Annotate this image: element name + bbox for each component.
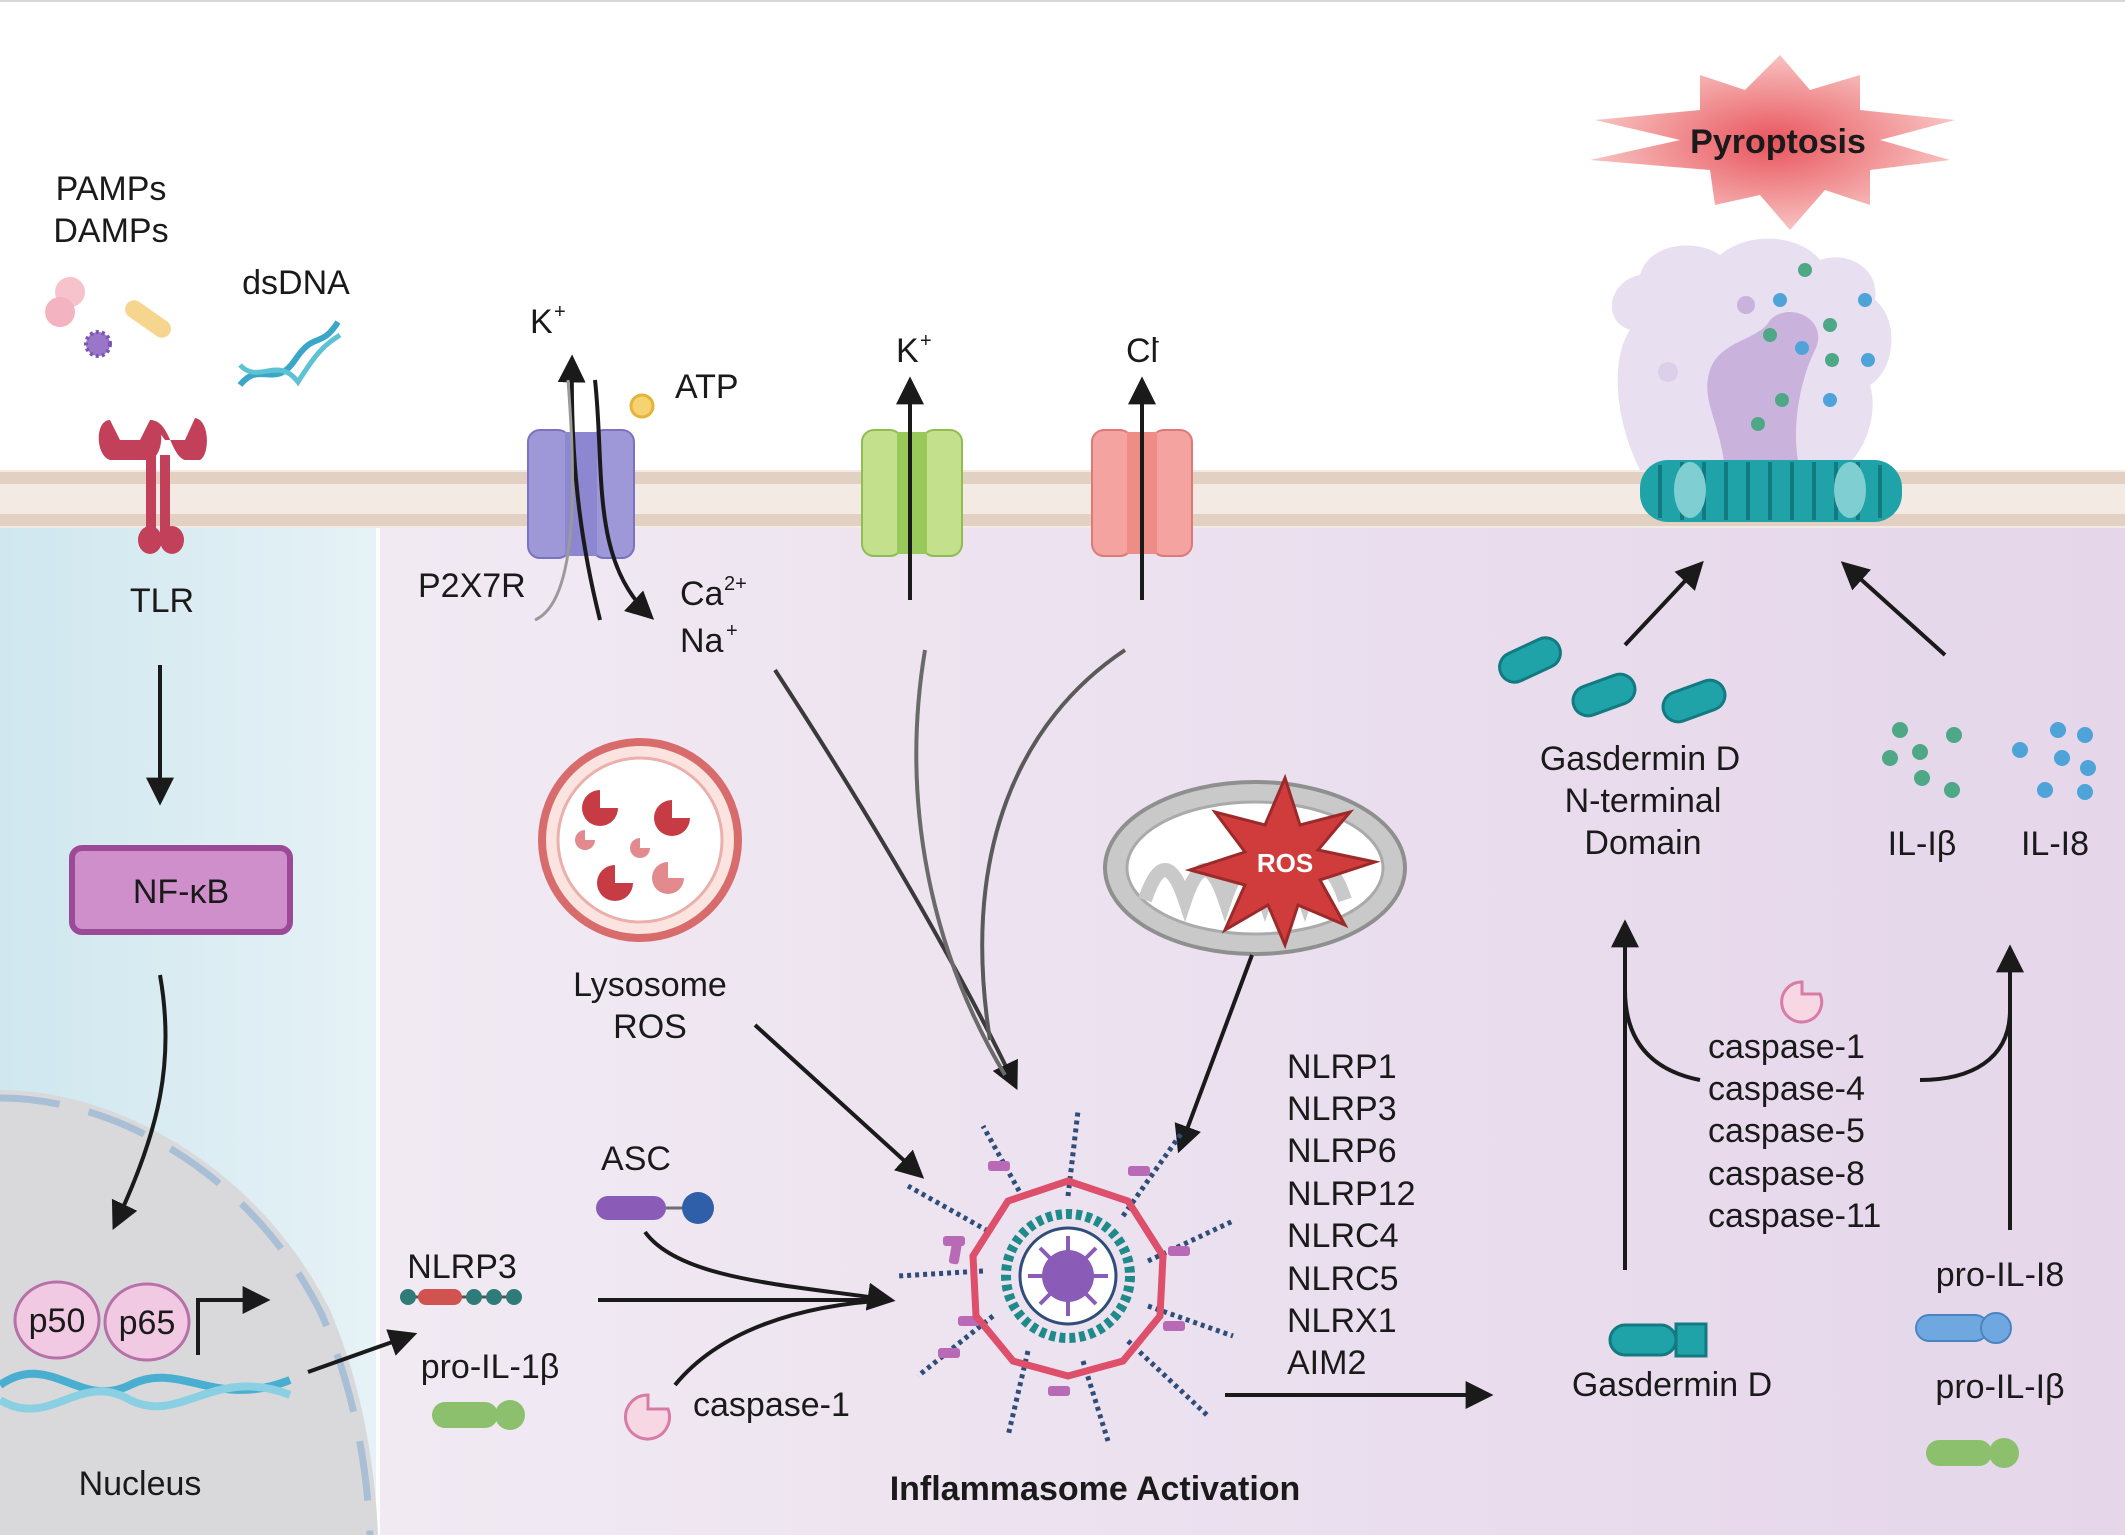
ca-label: Ca (680, 575, 724, 613)
dsdna: dsDNA (237, 264, 350, 388)
sensor-item: NLRP12 (1287, 1175, 1416, 1213)
mitochondrion: ROS (1103, 773, 1407, 956)
il18-label: IL-I8 (2021, 825, 2089, 863)
nlrp3-left: NLRP3 pro-IL-1β (400, 1248, 559, 1430)
k-sup-1: + (554, 301, 566, 323)
nfkb-box: NF-κB (69, 845, 293, 935)
nlrp3-left-label: NLRP3 (407, 1248, 517, 1286)
caspase-item: caspase-11 (1708, 1197, 1881, 1235)
mito-arrow (1174, 954, 1254, 1154)
sensor-item: NLRC4 (1287, 1217, 1398, 1255)
lysosome: Lysosome ROS (538, 738, 742, 1046)
cytokine-to-pore-arrow (1840, 561, 1947, 657)
sensor-item: NLRX1 (1287, 1302, 1397, 1340)
sensor-item: NLRP1 (1287, 1048, 1397, 1086)
nucleus-label: Nucleus (79, 1465, 202, 1503)
dsdna-label: dsDNA (242, 264, 350, 302)
gsdmd-nterm-label: Gasdermin D N-terminal Domain (1540, 740, 1740, 862)
p2x7r-label: P2X7R (418, 567, 526, 605)
sensor-item: NLRP6 (1287, 1132, 1397, 1170)
pro-il1b-right-label: pro-IL-Iβ (1935, 1368, 2064, 1406)
pamps-label: PAMPs (56, 170, 167, 208)
pro-il1b-right: pro-IL-Iβ (1926, 1368, 2065, 1468)
ca-sup: 2+ (724, 573, 747, 595)
sensor-item: AIM2 (1287, 1344, 1366, 1382)
pro-il18-label: pro-IL-I8 (1936, 1256, 2065, 1294)
k-label-2: K (896, 332, 919, 370)
nucleus-dna: p50 p65 Nucleus (0, 1280, 292, 1503)
converging-arrows (773, 648, 1127, 1091)
p50-label: p50 (29, 1302, 86, 1340)
sensor-item: NLRC5 (1287, 1260, 1398, 1298)
pro-il1b-left-label: pro-IL-1β (421, 1348, 560, 1386)
il18-cluster: IL-I8 (2012, 722, 2096, 863)
nfkb-label: NF-κB (133, 873, 229, 911)
damps-label: DAMPs (53, 212, 168, 250)
gsdmd-nterm-pieces (1498, 636, 1727, 724)
caspase-item: caspase-4 (1708, 1070, 1865, 1108)
caspase-item: caspase-8 (1708, 1155, 1865, 1193)
ros-mito-label: ROS (1257, 848, 1313, 878)
release-plume (1611, 238, 1892, 470)
k-sup-2: + (920, 330, 932, 352)
tlr-receptor: TLR (98, 418, 207, 620)
tlr-label: TLR (130, 582, 194, 620)
cl-sup: - (1153, 330, 1160, 352)
na-sup: + (726, 620, 738, 642)
lysosome-label-1: Lysosome (573, 966, 727, 1004)
asc-label: ASC (601, 1140, 671, 1178)
il1b-label: IL-Iβ (1888, 825, 1957, 863)
pro-il18-right: pro-IL-I8 (1915, 1256, 2065, 1344)
gsdmd-nterm-line: N-terminal (1565, 782, 1722, 820)
caspase1-left-label: caspase-1 (693, 1386, 850, 1424)
caspase1-left: caspase-1 (624, 1386, 850, 1441)
nfkb-to-nucleus-arrow (111, 974, 168, 1231)
cl-label: Cl (1126, 332, 1158, 370)
p65-label: p65 (119, 1304, 176, 1342)
atp-label: ATP (675, 368, 739, 406)
gsdmd-nterm-line: Domain (1584, 824, 1701, 862)
lysosome-arrow (753, 1023, 925, 1179)
sensor-item: NLRP3 (1287, 1090, 1397, 1128)
k-channel: K + (861, 330, 963, 600)
ros-burst (1184, 773, 1381, 950)
nucleus-to-nlrp3-arrow (307, 1329, 418, 1374)
inflammasome (897, 1110, 1235, 1442)
pamps-damps: PAMPs DAMPs (45, 170, 171, 358)
lysosome-label-2: ROS (613, 1008, 687, 1046)
il1b-cluster: IL-Iβ (1882, 722, 1962, 863)
na-label: Na (680, 622, 724, 660)
caspase-item: caspase-1 (1708, 1028, 1865, 1066)
inflammasome-title: Inflammasome Activation (890, 1470, 1301, 1508)
gsdmd-nterm-line: Gasdermin D (1540, 740, 1740, 778)
cleavage-arrows (1611, 919, 2024, 1270)
caspase-item: caspase-5 (1708, 1112, 1865, 1150)
assembly-arrows (598, 1230, 896, 1387)
gsdmd-to-pore-arrow (1623, 560, 1704, 647)
k-label-1: K (530, 303, 553, 341)
pyroptosis-label: Pyroptosis (1690, 123, 1866, 161)
pyroptosis: Pyroptosis (1590, 55, 1955, 230)
caspase-right: caspase-1 caspase-4 caspase-5 caspase-8 … (1708, 980, 1881, 1235)
gasdermin-d-label: Gasdermin D (1572, 1366, 1772, 1404)
gasdermin-d: Gasdermin D (1572, 1322, 1772, 1404)
sensor-list: NLRP1 NLRP3 NLRP6 NLRP12 NLRC4 NLRC5 NLR… (1287, 1048, 1416, 1382)
p2x7r-channel: K + ATP P2X7R Ca 2+ Na + (418, 301, 747, 660)
cl-channel: Cl - (1091, 330, 1193, 600)
gasdermin-pore (1640, 460, 1902, 522)
asc: ASC (596, 1140, 714, 1224)
